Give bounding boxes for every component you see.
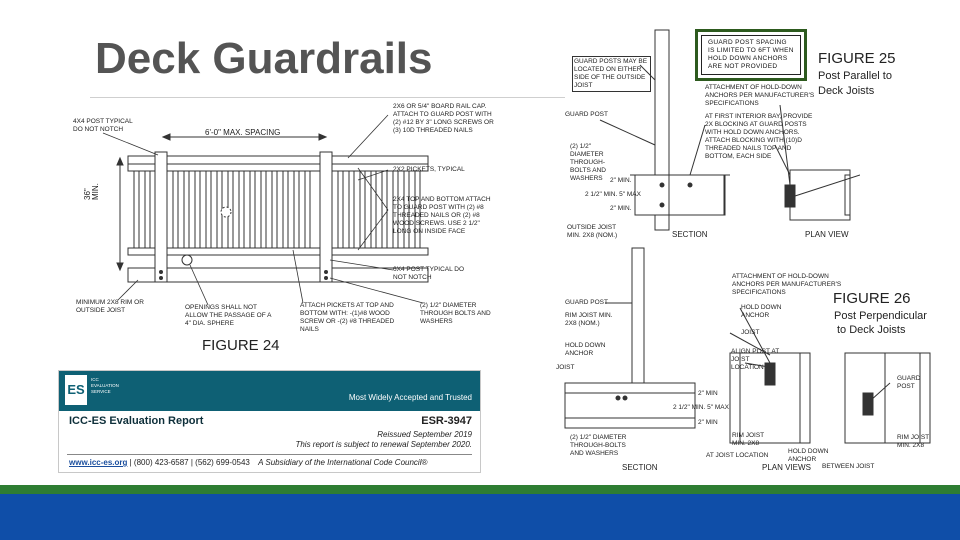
fig25-attachment-note: ATTACHMENT OF HOLD-DOWN ANCHORS PER MANU… (705, 84, 815, 107)
fig26-between-joist: BETWEEN JOIST (822, 463, 875, 470)
fig25-outside-joist: OUTSIDE JOIST MIN. 2x8 (NOM.) (567, 224, 618, 239)
fig24-spacing-label: 6'-0" MAX. SPACING (205, 128, 281, 137)
fig26-section-label: SECTION (622, 463, 658, 472)
figure-26-drawing (564, 247, 931, 444)
report-tagline: Most Widely Accepted and Trusted (348, 393, 472, 402)
fig24-rail-cap-label: 2x6 OR 5/4" BOARD RAIL CAP. ATTACH TO GU… (393, 103, 494, 134)
fig25-bolts-label: (2) 1/2" DIAMETER THROUGH-BOLTS AND WASH… (570, 143, 607, 182)
footer-blue-band (0, 494, 960, 540)
icc-es-logo: ES (65, 375, 87, 405)
figure-25-drawing (599, 29, 860, 231)
title-divider (90, 97, 565, 98)
report-header-bar: ES ICC EVALUATION SERVICE Most Widely Ac… (59, 371, 480, 411)
fig26-hold-down-anchor-label: HOLD DOWN ANCHOR (741, 304, 782, 319)
fig25-section-label: SECTION (672, 230, 708, 239)
fig24-bolts-label: (2) 1/2" DIAMETER THROUGH BOLTS AND WASH… (420, 302, 491, 325)
fig24-post-typical-label: 4x4 POST TYPICAL DO NOT NOTCH (73, 118, 133, 133)
fig24-height-label: 36" MIN. (83, 183, 100, 200)
fig25-guard-post-label: GUARD POST (565, 111, 608, 118)
fig26-hold-down-anchor-b: HOLD DOWN ANCHOR (565, 342, 606, 357)
report-number: ESR-3947 (421, 415, 472, 427)
fig25-guard-posts-note: GUARD POSTS MAY BE LOCATED ON EITHER SID… (572, 56, 651, 92)
fig25-dim-max: 2 1/2" MIN. 5" MAX (585, 191, 641, 198)
fig26-dim-2-min: 2" MIN (698, 390, 718, 397)
report-title: ICC-ES Evaluation Report (69, 415, 204, 427)
fig26-rim-joist-c: RIM JOIST MIN. 2x8 (897, 434, 930, 449)
fig25-dim-2-min: 2" MIN. (610, 177, 632, 184)
fig26-attachment-note: ATTACHMENT OF HOLD-DOWN ANCHORS PER MANU… (732, 273, 842, 296)
fig26-align-post-label: ALIGN POST AT JOIST LOCATION (731, 348, 780, 371)
figure-24-drawing (102, 114, 429, 306)
fig26-dim-2-min-b: 2" MIN (698, 419, 718, 426)
fig26-hold-down-anchor-plan: HOLD DOWN ANCHOR (788, 448, 829, 463)
fig24-pickets-label: 2x2 PICKETS, TYPICAL (393, 166, 465, 173)
figure-26-label: FIGURE 26 (833, 290, 911, 307)
fig24-openings-label: OPENINGS SHALL NOT ALLOW THE PASSAGE OF … (185, 304, 272, 327)
fig24-min-rim-label: MINIMUM 2x8 RIM OR OUTSIDE JOIST (76, 299, 144, 314)
fig26-rim-joist-label: RIM JOIST MIN. 2x8 (NOM.) (565, 312, 613, 327)
fig26-guard-post-b: GUARD POST (897, 375, 921, 390)
figure-25-caption: Post Parallel to Deck Joists (818, 70, 892, 97)
report-footer: www.icc-es.org | (800) 423-6587 | (562) … (69, 458, 427, 467)
report-subsidiary: A Subsidiary of the International Code C… (258, 458, 428, 467)
fig25-dim-2-min-b: 2" MIN. (610, 205, 632, 212)
fig26-dim-max: 2 1/2" MIN. 5" MAX (673, 404, 729, 411)
fig24-6x4-post-label: 6x4 POST TYPICAL DO NOT NOTCH (393, 266, 465, 281)
report-url-link[interactable]: www.icc-es.org (69, 458, 128, 467)
report-renewal: This report is subject to renewal Septem… (295, 440, 472, 449)
report-phones: | (800) 423-6587 | (562) 699-0543 (129, 458, 250, 467)
fig26-at-joist-location: AT JOIST LOCATION (706, 452, 769, 459)
figure-26-caption-line2: to Deck Joists (837, 324, 906, 336)
fig26-joist-b-label: JOIST (556, 364, 575, 371)
fig25-plan-view-label: PLAN VIEW (805, 230, 849, 239)
slide-title: Deck Guardrails (95, 34, 433, 83)
figure-25-label: FIGURE 25 (818, 50, 896, 67)
fig25-spacing-callout: GUARD POST SPACING IS LIMITED TO 6FT WHE… (695, 29, 807, 81)
footer-green-band (0, 485, 960, 494)
icc-es-logo-text: ICC EVALUATION SERVICE (91, 377, 119, 394)
report-divider (67, 454, 472, 455)
fig26-bolts-label: (2) 1/2" DIAMETER THROUGH-BOLTS AND WASH… (570, 434, 627, 457)
figure-24-label: FIGURE 24 (202, 337, 280, 354)
fig26-plan-views-label: PLAN VIEWS (762, 463, 811, 472)
icc-es-report-banner: ES ICC EVALUATION SERVICE Most Widely Ac… (58, 370, 481, 473)
fig25-first-bay-note: AT FIRST INTERIOR BAY, PROVIDE 2x BLOCKI… (705, 113, 813, 160)
fig26-joist-label: JOIST (741, 329, 760, 336)
fig25-callout-text: GUARD POST SPACING IS LIMITED TO 6FT WHE… (708, 39, 794, 70)
figure-26-caption-line1: Post Perpendicular (834, 310, 927, 322)
fig24-top-bottom-label: 2x4 TOP AND BOTTOM ATTACH TO GUARD POST … (393, 196, 491, 235)
fig26-guard-post-label: GUARD POST (565, 299, 608, 306)
report-reissued: Reissued September 2019 (377, 430, 472, 439)
fig26-rim-joist-b: RIM JOIST MIN. 2x8 (732, 432, 765, 447)
fig24-attach-pickets-label: ATTACH PICKETS AT TOP AND BOTTOM WITH: -… (300, 302, 395, 333)
